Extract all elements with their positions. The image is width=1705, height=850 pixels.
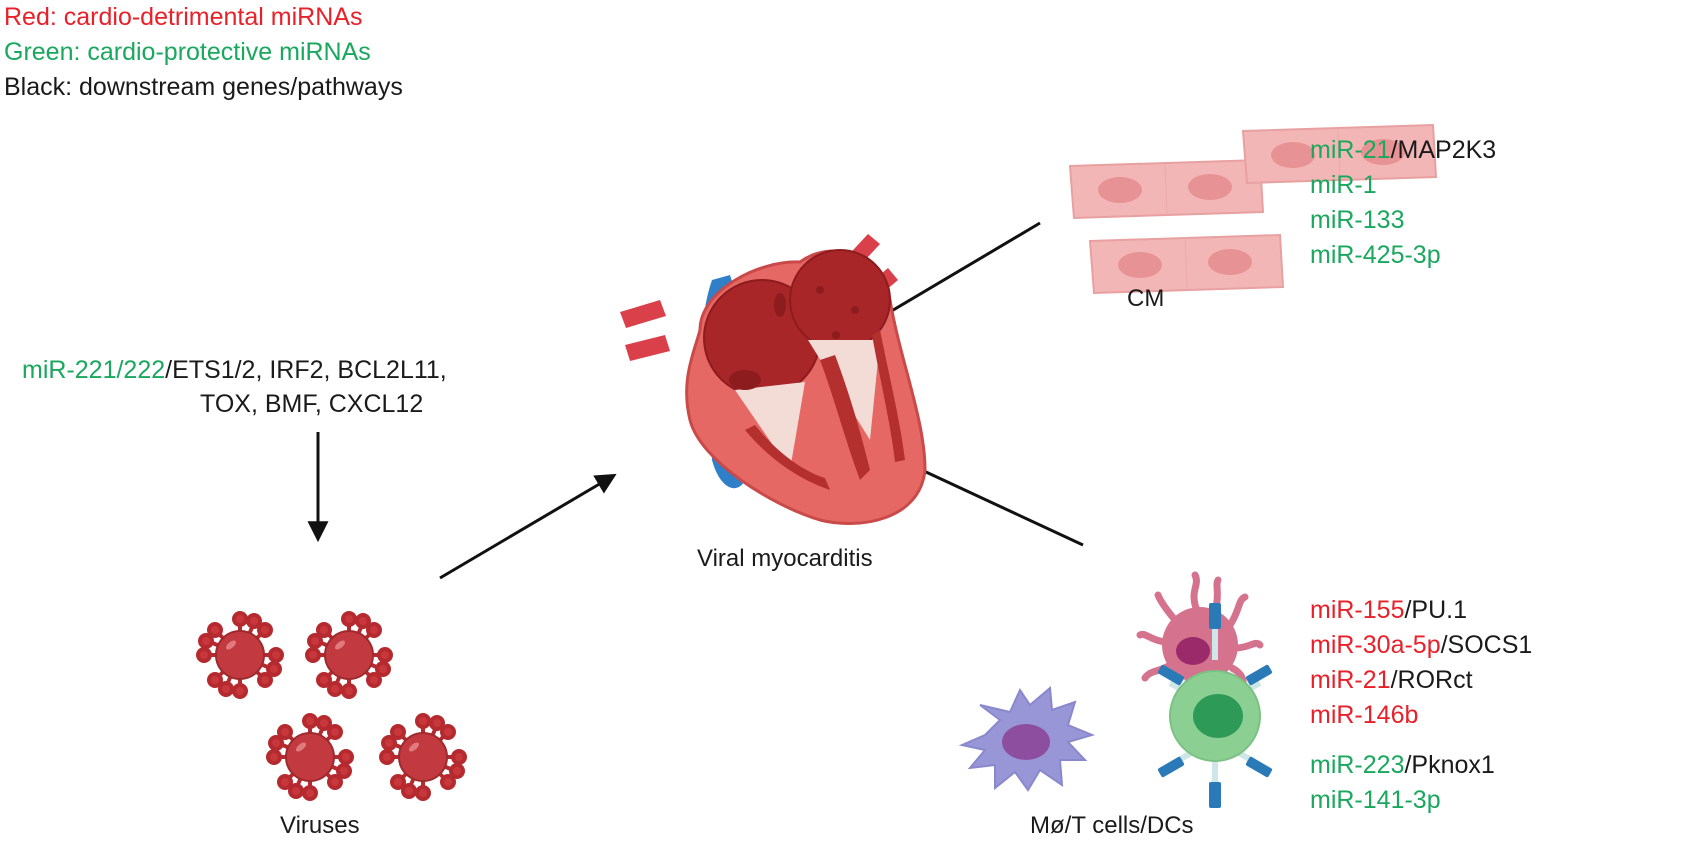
immune-label: Mø/T cells/DCs — [1030, 812, 1194, 839]
virus-mirna-line1: miR-221/222/ETS1/2, IRF2, BCL2L11, — [22, 356, 447, 384]
cm-mirna-item: miR-21/MAP2K3 — [1310, 136, 1497, 164]
cm-mirna-item: miR-425-3p — [1310, 241, 1441, 269]
virus-icon — [196, 611, 467, 801]
immune-mirna-item: miR-21/RORct — [1310, 666, 1473, 694]
cm-mirna-item: miR-133 — [1310, 206, 1405, 234]
viruses-label: Viruses — [280, 812, 360, 839]
macrophage-icon — [958, 685, 1095, 792]
heart-icon — [620, 234, 927, 525]
immune-mirna-item: miR-155/PU.1 — [1310, 596, 1468, 624]
arrow-viruses-to-heart — [439, 473, 617, 580]
virus-mirna-line2: TOX, BMF, CXCL12 — [200, 390, 424, 418]
legend-black: Black: downstream genes/pathways — [4, 73, 403, 101]
immune-mirna-item: miR-141-3p — [1310, 786, 1441, 814]
immune-mirna-item: miR-30a-5p/SOCS1 — [1310, 631, 1533, 659]
arrow-cm-to-heart — [864, 221, 1041, 328]
cm-label: CM — [1127, 285, 1165, 312]
immune-mirna-item: miR-223/Pknox1 — [1310, 751, 1495, 779]
legend-red: Red: cardio-detrimental miRNAs — [4, 3, 363, 31]
immune-mirna-item: miR-146b — [1310, 701, 1419, 729]
center-label: Viral myocarditis — [697, 545, 873, 572]
t-cell-icon — [1157, 603, 1273, 808]
legend-green: Green: cardio-protective miRNAs — [4, 38, 371, 66]
cm-mirna-item: miR-1 — [1310, 171, 1377, 199]
